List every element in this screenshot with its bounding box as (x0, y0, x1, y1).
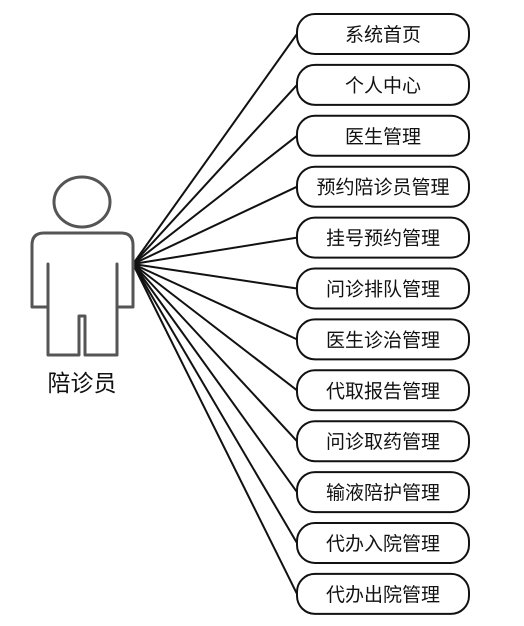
connector-line (132, 263, 298, 341)
use-case-label: 系统首页 (345, 24, 421, 46)
use-case-oval (296, 165, 470, 208)
use-case-oval (296, 471, 470, 514)
use-case-label: 问诊排队管理 (326, 279, 440, 301)
connector-line (132, 263, 298, 442)
use-case-oval (296, 216, 470, 259)
connector-line (132, 263, 298, 493)
use-case-node: 预约陪诊员管理 (296, 165, 470, 208)
connector-line (132, 263, 298, 595)
use-case-label: 输液陪护管理 (326, 482, 440, 504)
use-case-oval (296, 420, 470, 463)
use-case-node: 医生诊治管理 (296, 318, 470, 361)
connector-group (132, 33, 298, 595)
use-case-oval (296, 369, 470, 412)
use-case-node: 问诊取药管理 (296, 420, 470, 463)
use-case-label: 挂号预约管理 (326, 228, 440, 250)
actor-head (52, 175, 112, 229)
connector-line (132, 185, 298, 265)
connector-line (132, 263, 298, 290)
use-case-label: 代办入院管理 (326, 533, 440, 555)
actor-figure: 陪诊员 (30, 175, 135, 397)
use-case-oval (296, 318, 470, 361)
use-case-node: 输液陪护管理 (296, 471, 470, 514)
use-case-oval (296, 522, 470, 564)
connector-line (132, 33, 298, 265)
use-case-oval (296, 114, 470, 157)
use-case-node: 系统首页 (296, 13, 470, 55)
use-case-node: 代取报告管理 (296, 369, 470, 412)
connector-line (132, 84, 298, 265)
use-case-label: 代办出院管理 (326, 584, 440, 606)
connector-line (132, 135, 298, 265)
use-case-label: 代取报告管理 (326, 380, 440, 402)
connector-line (132, 263, 298, 544)
connector-line (132, 263, 298, 392)
use-case-node: 医生管理 (296, 114, 470, 157)
use-case-node: 挂号预约管理 (296, 216, 470, 259)
actor-body (30, 231, 135, 357)
use-case-label: 医生管理 (345, 126, 421, 148)
use-case-node: 个人中心 (296, 63, 470, 106)
actor-label: 陪诊员 (48, 371, 117, 397)
use-case-label: 问诊取药管理 (326, 431, 440, 453)
connector-line (132, 236, 298, 265)
use-case-node: 问诊排队管理 (296, 267, 470, 310)
use-case-node: 代办出院管理 (296, 572, 470, 615)
use-case-label: 预约陪诊员管理 (316, 177, 449, 199)
use-case-node: 代办入院管理 (296, 522, 470, 564)
use-case-oval (296, 572, 470, 615)
use-case-label: 个人中心 (345, 75, 421, 97)
function-nodes: 系统首页个人中心医生管理预约陪诊员管理挂号预约管理问诊排队管理医生诊治管理代取报… (296, 13, 470, 615)
use-case-oval (296, 267, 470, 310)
use-case-label: 医生诊治管理 (326, 329, 440, 351)
use-case-oval (296, 63, 470, 106)
use-case-oval (296, 13, 470, 55)
